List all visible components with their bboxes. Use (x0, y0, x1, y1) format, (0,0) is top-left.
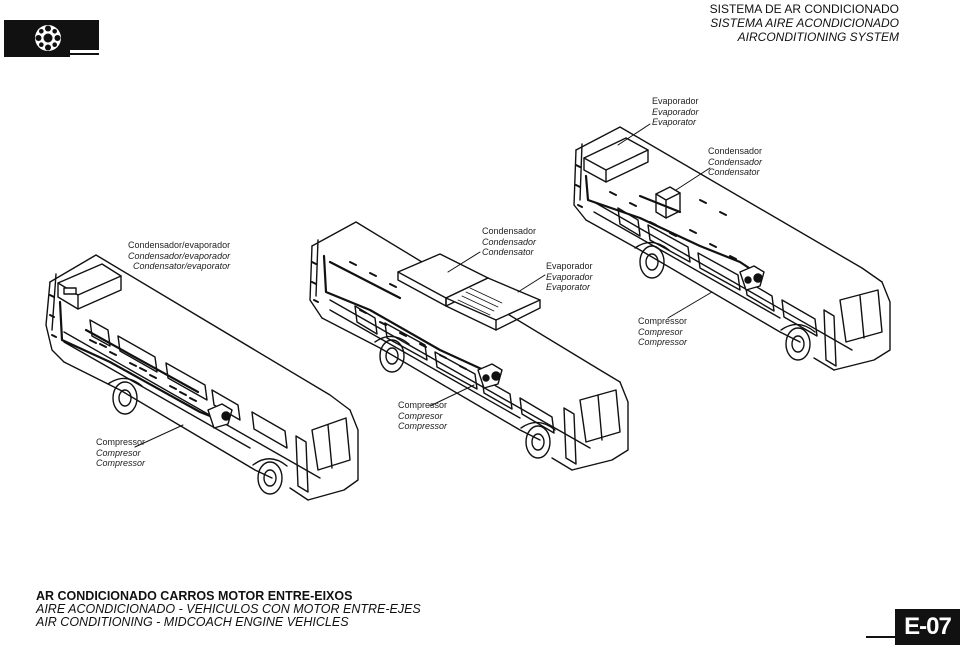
bus-1-compressor-label: Compressor Compresor Compressor (96, 437, 145, 469)
label-pt: Condensador (482, 226, 537, 236)
bus-1-ac-unit (57, 263, 122, 310)
bus-1-compressor (207, 403, 233, 429)
header-title-es: SISTEMA AIRE ACONDICIONADO (710, 16, 899, 30)
label-es: Evaporador (546, 271, 593, 282)
label-en: Evaporator (652, 117, 697, 127)
label-pt: Evaporador (652, 96, 699, 106)
bus-3-duct-marks (575, 164, 737, 260)
label-en: Condensator (708, 167, 760, 177)
bus-3-compressor-label: Compressor Compresor Compressor (638, 316, 687, 348)
bus-3-condenser-unit (655, 186, 681, 219)
footer-title-pt: AR CONDICIONADO CARROS MOTOR ENTRE-EIXOS (36, 589, 353, 603)
label-en: Compressor (96, 458, 146, 468)
bus-1-duct-marks (49, 294, 197, 402)
page-code-rule (866, 636, 895, 638)
bus-2-evaporator-unit (445, 277, 541, 331)
bus-3-compressor-leader (667, 291, 713, 319)
label-es: Compresor (638, 326, 683, 337)
label-es: Compresor (96, 447, 141, 458)
bus-1-compressor-leader (134, 424, 184, 448)
label-es: Evaporador (652, 106, 699, 117)
label-en: Evaporator (546, 282, 591, 292)
label-es: Condensador (708, 156, 763, 167)
bus-2-evaporator-leader (517, 274, 546, 293)
footer-title-block: AR CONDICIONADO CARROS MOTOR ENTRE-EIXOS… (36, 590, 421, 629)
bus-2-compressor-leader (429, 384, 475, 407)
bus-2-condenser-leader (447, 251, 481, 273)
label-en: Compressor (398, 421, 448, 431)
bus-3-condenser-label: Condensador Condensador Condensator (708, 146, 762, 178)
label-pt: Compressor (96, 437, 146, 447)
label-es: Condensador (482, 236, 537, 247)
label-en: Condensator/evaporator (133, 261, 231, 271)
page-code: E-07 (895, 609, 960, 645)
header-title-en: AIRCONDITIONING SYSTEM (737, 30, 899, 44)
bus-2-compressor-label: Compressor Compresor Compressor (398, 400, 447, 432)
bus-3-outline (573, 126, 891, 371)
label-pt: Condensador/evaporador (128, 240, 231, 250)
bus-3-compressor (739, 265, 765, 291)
gear-icon (35, 25, 61, 51)
logo-rule (70, 53, 99, 55)
label-es: Condensador/evaporador (128, 250, 231, 261)
bus-2-duct-marks (311, 261, 467, 370)
label-en: Compressor (638, 337, 688, 347)
label-pt: Condensador (708, 146, 763, 156)
footer-title-en: AIR CONDITIONING - MIDCOACH ENGINE VEHIC… (36, 615, 349, 629)
bus-3-wheels (634, 241, 816, 361)
bus-3-evaporator-label: Evaporador Evaporador Evaporator (652, 96, 699, 128)
bus-2-compressor (477, 363, 503, 389)
bus-3-condenser-leader (675, 167, 711, 191)
bus-1-ducts (58, 300, 222, 422)
bus-1-outline (45, 254, 359, 501)
bus-1-cond-evap-label: Condensador/evaporador Condensador/evapo… (128, 240, 230, 272)
header-title-pt: SISTEMA DE AR CONDICIONADO (709, 2, 899, 16)
bus-3-evaporator-leader (617, 123, 651, 146)
label-en: Condensator (482, 247, 534, 257)
label-pt: Compressor (398, 400, 448, 410)
footer-title-es: AIRE ACONDICIONADO - VEHICULOS CON MOTOR… (36, 602, 421, 616)
bus-2-ducts (322, 254, 490, 374)
label-pt: Compressor (638, 316, 688, 326)
bus-2-condenser-label: Condensador Condensador Condensator (482, 226, 536, 258)
label-es: Compresor (398, 410, 443, 421)
bus-3-evaporator-unit (583, 137, 649, 183)
bus-2-wheels (374, 335, 556, 459)
label-pt: Evaporador (546, 261, 593, 271)
bus-2-evaporator-label: Evaporador Evaporador Evaporator (546, 261, 593, 293)
bus-1-wheels (107, 377, 288, 495)
header-title-block: SISTEMA DE AR CONDICIONADO SISTEMA AIRE … (710, 2, 899, 44)
